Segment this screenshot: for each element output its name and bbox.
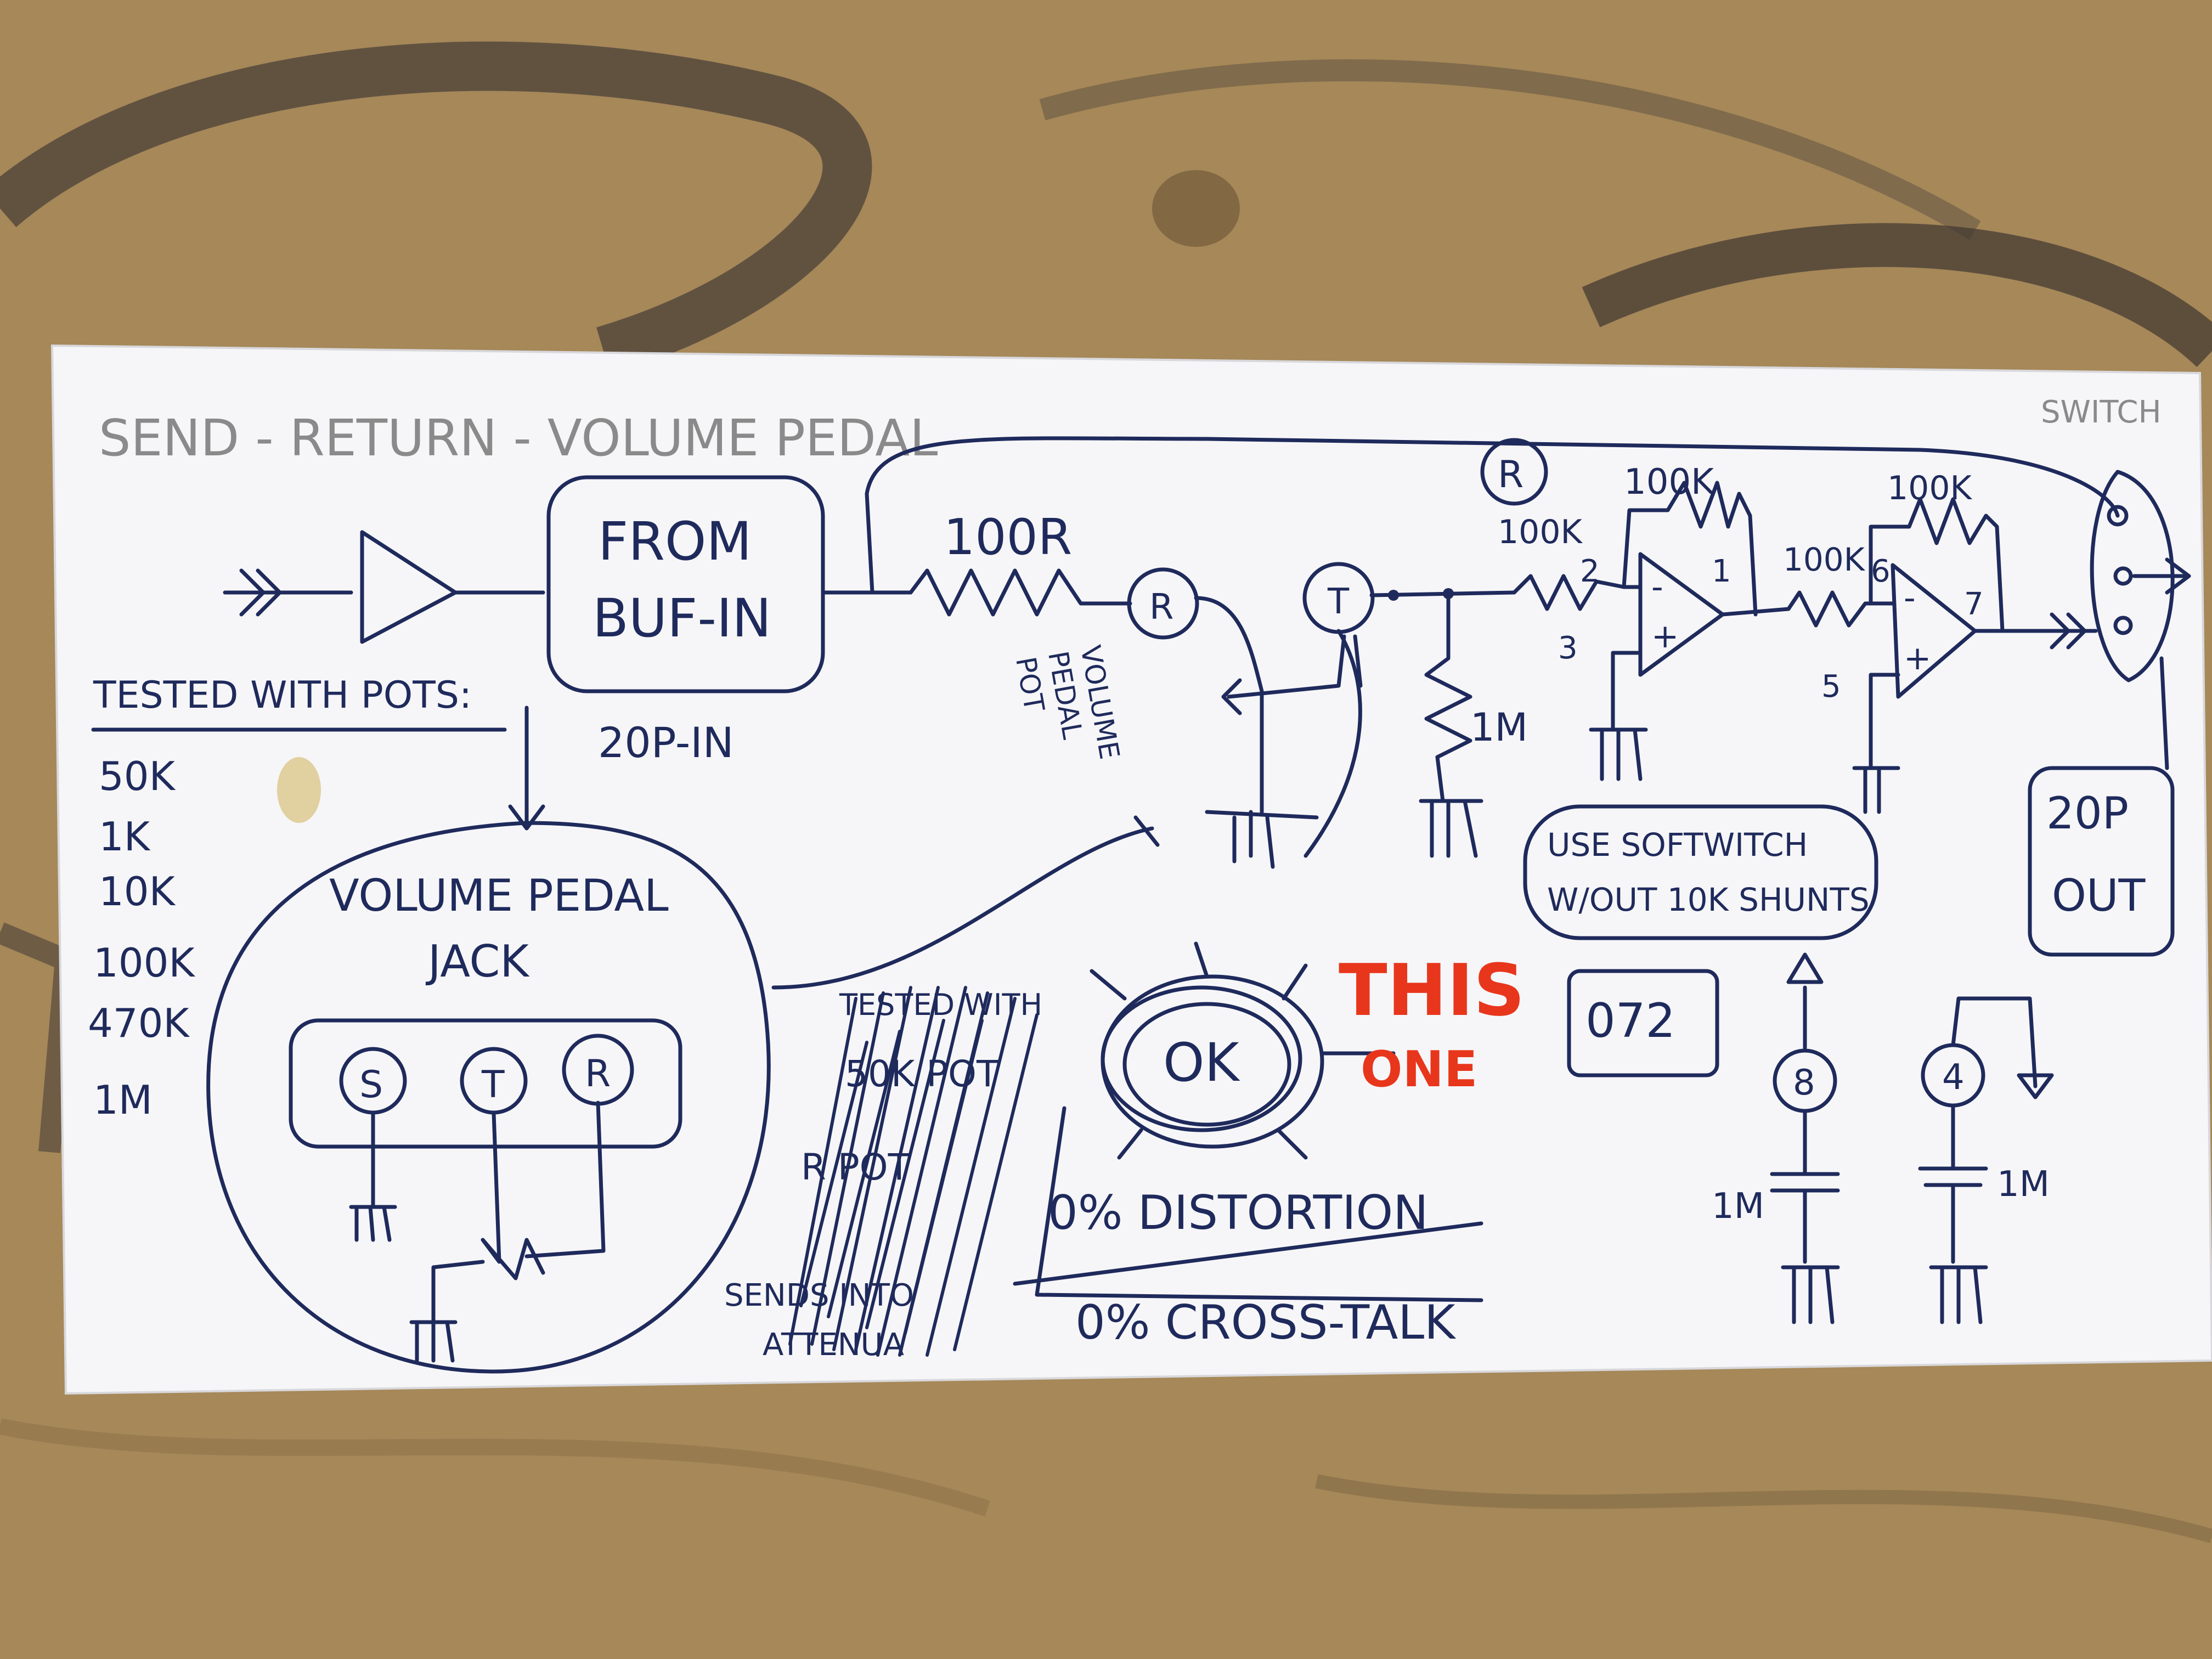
softwitch-note-1: USE SOFTWITCH — [1547, 826, 1808, 864]
from-buf-in-box — [546, 475, 825, 693]
pin-2: 2 — [1580, 554, 1600, 589]
pot-value-10k: 10K — [99, 868, 176, 915]
ok-callout — [1090, 941, 1396, 1160]
r-node — [1127, 567, 1199, 640]
jack-t-label: T — [481, 1063, 505, 1107]
jack-r-label: R — [585, 1052, 611, 1096]
opamp-2 — [1891, 563, 1977, 699]
coffee-stain — [277, 757, 321, 823]
pin-7: 7 — [1964, 586, 1984, 622]
resistor-100k-in2-label: 100K — [1783, 541, 1866, 578]
opamp-1-plus: + — [1651, 617, 1679, 656]
opamp-2-minus: - — [1904, 579, 1916, 617]
pin-8-label: 8 — [1793, 1063, 1815, 1103]
jack-label-2: JACK — [425, 936, 530, 987]
this-one-label-2: ONE — [1361, 1041, 1477, 1098]
chip-072-box — [1567, 969, 1719, 1077]
distortion-label: 0% DISTORTION — [1048, 1186, 1429, 1240]
pin-4-label: 4 — [1942, 1057, 1965, 1098]
resistor-100r-label: 100R — [944, 509, 1072, 566]
cap-1m-right-label: 1M — [1997, 1164, 2050, 1205]
pot-value-100k: 100K — [93, 940, 195, 986]
in-20p-label: 20P-IN — [598, 718, 734, 767]
buffer-symbol — [360, 530, 545, 644]
opamp-1-minus: - — [1651, 568, 1663, 606]
resistor-1m-label: 1M — [1470, 705, 1528, 750]
resistor-100k-fb1-label: 100K — [1624, 462, 1715, 503]
out-20p-box — [2028, 766, 2175, 957]
softwitch-note-2: W/OUT 10K SHUNTS — [1547, 881, 1870, 918]
page-title: SEND - RETURN - VOLUME PEDAL — [99, 409, 938, 467]
jack-s-label: S — [359, 1063, 383, 1107]
pin-1: 1 — [1712, 554, 1731, 589]
pot-value-470k: 470K — [88, 1000, 190, 1046]
r-top-label: R — [1498, 453, 1523, 496]
resistor-1m — [1424, 591, 1472, 803]
tested-pots-heading: TESTED WITH POTS: — [93, 674, 472, 717]
opamp-1 — [1638, 552, 1725, 677]
resistor-100r — [909, 568, 1132, 617]
softwitch-note-box — [1523, 804, 1878, 940]
input-arrow — [223, 568, 353, 617]
jack-enclosure — [206, 821, 771, 1374]
this-one-label-1: THIS — [1339, 949, 1525, 1032]
out-20p-label-1: 20P — [2046, 788, 2129, 839]
pin-3: 3 — [1558, 630, 1578, 666]
opamp-2-plus: + — [1904, 639, 1931, 678]
crossed-out-hatching — [788, 986, 1039, 1357]
pot-value-50k: 50K — [99, 753, 176, 799]
out-20p-label-2: OUT — [2052, 870, 2146, 921]
pot-value-1m: 1M — [93, 1077, 153, 1123]
resistor-100k-in1-label: 100K — [1498, 513, 1583, 551]
chip-072-label: 072 — [1585, 994, 1675, 1048]
crossed-text-3: R POT — [801, 1146, 911, 1188]
resistor-100k-in1 — [1512, 574, 1626, 611]
jack-terminal-box — [289, 1018, 682, 1149]
from-buf-label-2: BUF-IN — [592, 588, 771, 649]
switch-symbol — [2090, 470, 2175, 682]
resistor-100k-fb2-label: 100K — [1887, 469, 1973, 507]
t-node-label: T — [1327, 582, 1350, 622]
jack-label-1: VOLUME PEDAL — [329, 870, 669, 921]
r-node-label: R — [1149, 587, 1173, 628]
crosstalk-label: 0% CROSS-TALK — [1075, 1295, 1457, 1350]
cap-1m-left-label: 1M — [1712, 1186, 1764, 1227]
resistor-100k-in2 — [1786, 590, 1867, 628]
r-top-node — [1480, 438, 1548, 506]
switch-label: SWITCH — [2041, 394, 2162, 430]
pot-value-1k: 1K — [99, 814, 151, 860]
crossed-text-1: TESTED WITH — [839, 988, 1042, 1022]
pin-6: 6 — [1871, 554, 1891, 589]
ok-label: OK — [1163, 1032, 1240, 1093]
paper-sheet — [50, 344, 2212, 1395]
pin-5: 5 — [1821, 669, 1841, 704]
from-buf-label-1: FROM — [598, 511, 752, 572]
pot-values-list: 50K 1K 10K 100K 470K 1M — [88, 753, 195, 1123]
